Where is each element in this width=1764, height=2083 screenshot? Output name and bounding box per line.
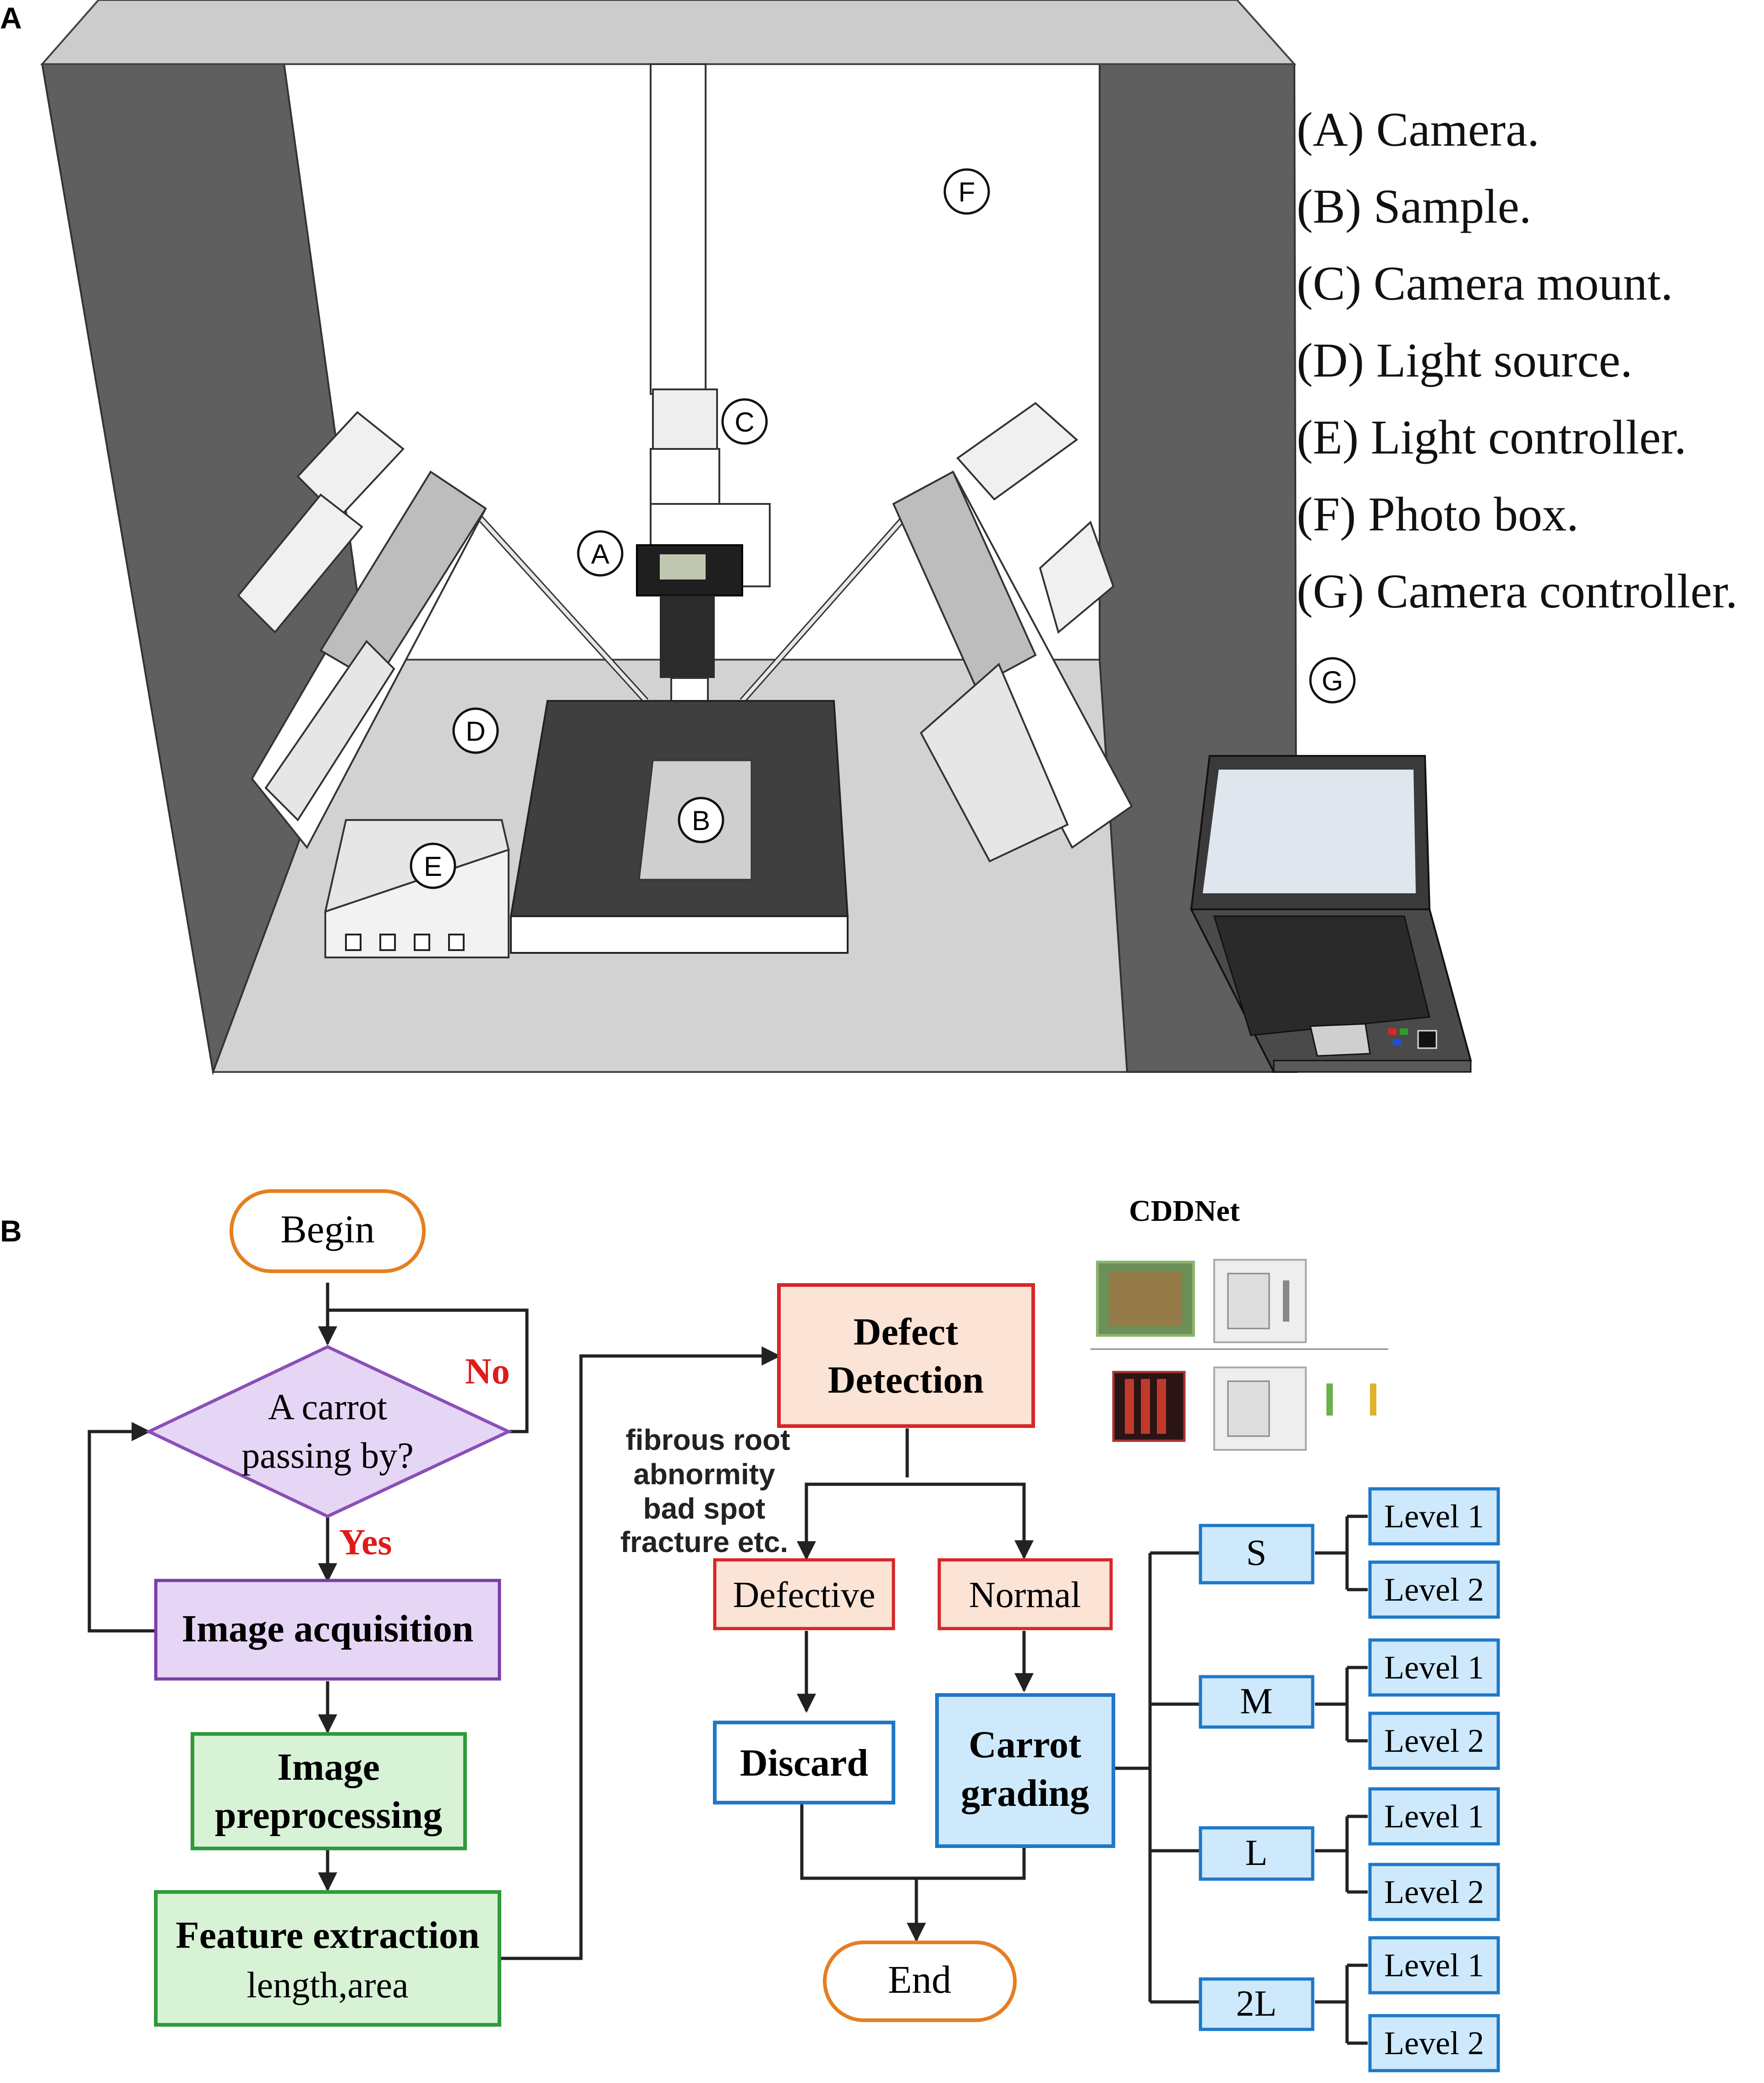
end-terminal: End: [823, 1941, 1017, 2022]
flow-connectors: [88, 1283, 1368, 2045]
camera-icon: [636, 544, 743, 716]
legend-item: (C) Camera mount.: [1297, 257, 1673, 310]
level-box: Level 1: [1368, 1936, 1500, 1995]
legend-item: (G) Camera controller.: [1297, 564, 1737, 618]
no-label: No: [465, 1351, 510, 1392]
svg-text:E: E: [424, 851, 442, 882]
image-preprocessing-box: Image preprocessing: [191, 1732, 467, 1850]
legend-item: (E) Light controller.: [1297, 410, 1687, 464]
laptop-icon: [1189, 755, 1472, 1073]
size-box-m: M: [1199, 1675, 1315, 1729]
feature-extraction-box: Feature extraction length,area: [154, 1890, 501, 2027]
level-boxes: Level 1 Level 2 Level 1 Level 2 Level 1 …: [1368, 1487, 1500, 2072]
svg-text:Level 1: Level 1: [1384, 1947, 1484, 1984]
svg-text:fracture etc.: fracture etc.: [620, 1525, 788, 1558]
camera-mount: [650, 63, 771, 587]
cddnet-title: CDDNet: [1129, 1194, 1240, 1228]
svg-text:Level 2: Level 2: [1384, 1571, 1484, 1608]
svg-text:bad spot: bad spot: [643, 1492, 766, 1525]
svg-text:2L: 2L: [1236, 1984, 1277, 2024]
image-acquisition-box: Image acquisition: [154, 1579, 501, 1681]
svg-text:Level 2: Level 2: [1384, 1874, 1484, 1910]
svg-text:L: L: [1245, 1833, 1268, 1873]
yes-label: Yes: [339, 1522, 392, 1563]
svg-text:length,area: length,area: [247, 1965, 408, 2006]
level-box: Level 2: [1368, 1711, 1500, 1770]
legend: (A) Camera. (B) Sample. (C) Camera mount…: [1297, 103, 1737, 618]
light-support-rods: [465, 502, 919, 703]
svg-text:M: M: [1240, 1681, 1272, 1722]
marker-a: A: [577, 530, 624, 577]
panel-a-label: A: [0, 1, 22, 35]
legend-item: (F) Photo box.: [1297, 487, 1578, 541]
begin-terminal: Begin: [230, 1189, 426, 1273]
svg-text:A carrot: A carrot: [268, 1387, 387, 1427]
svg-text:Defective: Defective: [733, 1575, 876, 1615]
discard-box: Discard: [713, 1721, 895, 1804]
marker-e: E: [410, 842, 456, 889]
svg-text:Feature extraction: Feature extraction: [175, 1914, 479, 1957]
svg-text:Normal: Normal: [969, 1575, 1081, 1615]
panel-b-label: B: [0, 1214, 22, 1248]
svg-text:Image: Image: [277, 1746, 380, 1788]
marker-f: F: [943, 168, 990, 215]
svg-text:C: C: [734, 407, 754, 437]
cddnet-architecture-thumbnail: [1090, 1259, 1388, 1451]
svg-text:Level 1: Level 1: [1384, 1498, 1484, 1535]
marker-b: B: [678, 797, 724, 843]
svg-text:passing by?: passing by?: [241, 1436, 414, 1476]
svg-text:abnormity: abnormity: [633, 1458, 775, 1491]
svg-text:Begin: Begin: [280, 1207, 374, 1251]
svg-text:G: G: [1322, 666, 1343, 696]
svg-text:End: End: [888, 1957, 952, 2001]
defect-notes: fibrous root abnormity bad spot fracture…: [620, 1423, 790, 1558]
normal-box: Normal: [937, 1558, 1113, 1630]
legend-item: (B) Sample.: [1297, 180, 1531, 233]
svg-text:D: D: [466, 716, 485, 747]
component-markers: F C A D B E G: [410, 168, 1356, 889]
size-box-l: L: [1199, 1826, 1315, 1881]
svg-text:preprocessing: preprocessing: [215, 1794, 442, 1837]
level-box: Level 2: [1368, 2014, 1500, 2072]
carrot-grading-box: Carrot grading: [935, 1693, 1115, 1848]
marker-g: G: [1309, 657, 1356, 704]
size-box-2l: 2L: [1199, 1977, 1315, 2031]
svg-text:Level 1: Level 1: [1384, 1649, 1484, 1686]
svg-text:Carrot: Carrot: [969, 1723, 1081, 1766]
level-box: Level 1: [1368, 1787, 1500, 1846]
defect-detection-box: Defect Detection: [777, 1283, 1035, 1428]
marker-c: C: [721, 398, 768, 445]
left-light-source: [237, 411, 487, 849]
svg-text:Discard: Discard: [740, 1742, 868, 1784]
marker-d: D: [452, 707, 499, 754]
svg-text:grading: grading: [961, 1772, 1089, 1815]
svg-text:Detection: Detection: [828, 1359, 984, 1401]
light-controller-box: [324, 819, 510, 958]
svg-text:F: F: [959, 177, 975, 208]
level-box: Level 2: [1368, 1863, 1500, 1921]
right-light-source: [892, 402, 1133, 863]
svg-text:Defect: Defect: [854, 1311, 958, 1353]
svg-text:Image acquisition: Image acquisition: [181, 1607, 473, 1650]
svg-text:A: A: [591, 539, 609, 569]
svg-text:Level 1: Level 1: [1384, 1798, 1484, 1835]
svg-text:Level 2: Level 2: [1384, 1722, 1484, 1759]
svg-text:fibrous root: fibrous root: [625, 1423, 790, 1456]
level-box: Level 1: [1368, 1487, 1500, 1546]
level-box: Level 1: [1368, 1638, 1500, 1697]
svg-text:S: S: [1246, 1533, 1267, 1573]
defective-box: Defective: [713, 1558, 895, 1630]
legend-item: (D) Light source.: [1297, 333, 1633, 387]
carrot-decision: A carrot passing by?: [145, 1345, 513, 1518]
level-box: Level 2: [1368, 1560, 1500, 1619]
legend-item: (A) Camera.: [1297, 103, 1539, 156]
svg-text:B: B: [692, 805, 710, 836]
size-box-s: S: [1199, 1524, 1315, 1585]
svg-text:Level 2: Level 2: [1384, 2025, 1484, 2061]
